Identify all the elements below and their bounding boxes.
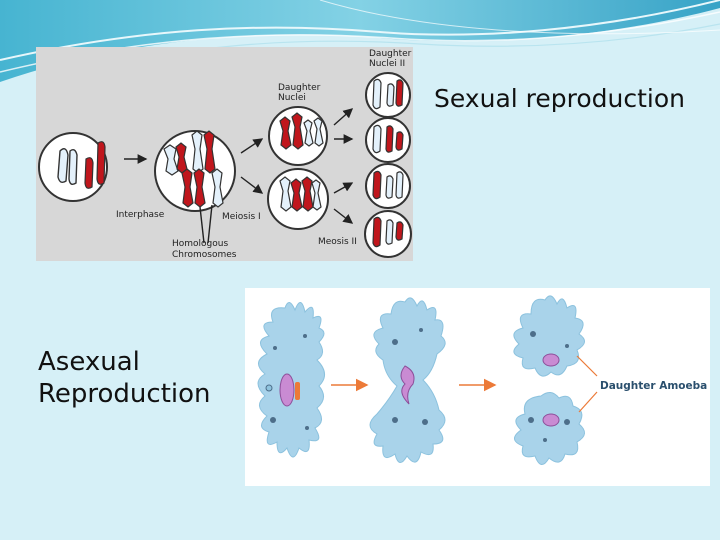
daughter-nucleus-ii-2 bbox=[365, 117, 411, 163]
label-homologous-line2: Chromosomes bbox=[172, 250, 237, 260]
arrow-to-nucleus-ii-3 bbox=[333, 182, 354, 194]
arrow-to-daughter-bottom bbox=[240, 176, 264, 194]
header-wave-decoration bbox=[0, 0, 720, 82]
label-daughter-nuclei-line2: Nuclei bbox=[278, 93, 306, 103]
meiosis-i-cell bbox=[154, 130, 236, 212]
amoeba-parent bbox=[257, 302, 325, 458]
label-daughter-amoeba: Daughter Amoeba bbox=[600, 380, 707, 392]
pointer-to-daughter-top bbox=[576, 355, 598, 377]
label-daughter-nuclei-ii-line2: Nuclei II bbox=[369, 59, 405, 69]
daughter-nucleus-ii-3 bbox=[365, 163, 411, 209]
label-meiosis-i: Meiosis I bbox=[222, 212, 261, 222]
meiosis-arrows bbox=[124, 108, 354, 244]
interphase-cell bbox=[38, 132, 108, 202]
daughter-nucleus-bottom bbox=[267, 168, 329, 230]
meiosis-diagram-svg: Daughter Nuclei II Daughter Nuclei Inter… bbox=[38, 49, 412, 260]
daughter-nucleus-ii-4 bbox=[364, 210, 412, 258]
amoeba-dividing bbox=[369, 297, 446, 463]
asexual-reproduction-title: Asexual Reproduction bbox=[38, 346, 211, 410]
daughter-nucleus-ii-1 bbox=[365, 72, 411, 118]
asexual-title-line1: Asexual bbox=[38, 347, 140, 377]
sexual-reproduction-title: Sexual reproduction bbox=[434, 84, 686, 113]
amoeba-fission-diagram: Daughter Amoeba bbox=[245, 288, 710, 486]
asexual-title-line2: Reproduction bbox=[38, 379, 211, 409]
daughter-nucleus-top bbox=[268, 106, 328, 166]
daughter-amoeba-top bbox=[513, 295, 585, 377]
homologous-pointer-1 bbox=[199, 206, 205, 244]
arrow-to-daughter-top bbox=[240, 138, 264, 154]
pointer-to-daughter-bottom bbox=[578, 391, 598, 413]
label-interphase: Interphase bbox=[116, 210, 165, 220]
arrow-to-nucleus-ii-1 bbox=[333, 108, 354, 126]
label-meiosis-ii: Meosis II bbox=[318, 237, 357, 247]
arrow-to-nucleus-ii-4 bbox=[333, 208, 354, 224]
homologous-pointer-2 bbox=[207, 204, 213, 244]
label-daughter-nuclei-line1: Daughter bbox=[278, 83, 321, 93]
label-homologous-line1: Homologous bbox=[172, 239, 228, 249]
label-daughter-nuclei-ii-line1: Daughter bbox=[369, 49, 412, 59]
meiosis-diagram: Daughter Nuclei II Daughter Nuclei Inter… bbox=[36, 47, 413, 261]
daughter-amoeba-bottom bbox=[514, 392, 585, 465]
amoeba-diagram-svg: Daughter Amoeba bbox=[257, 295, 707, 465]
